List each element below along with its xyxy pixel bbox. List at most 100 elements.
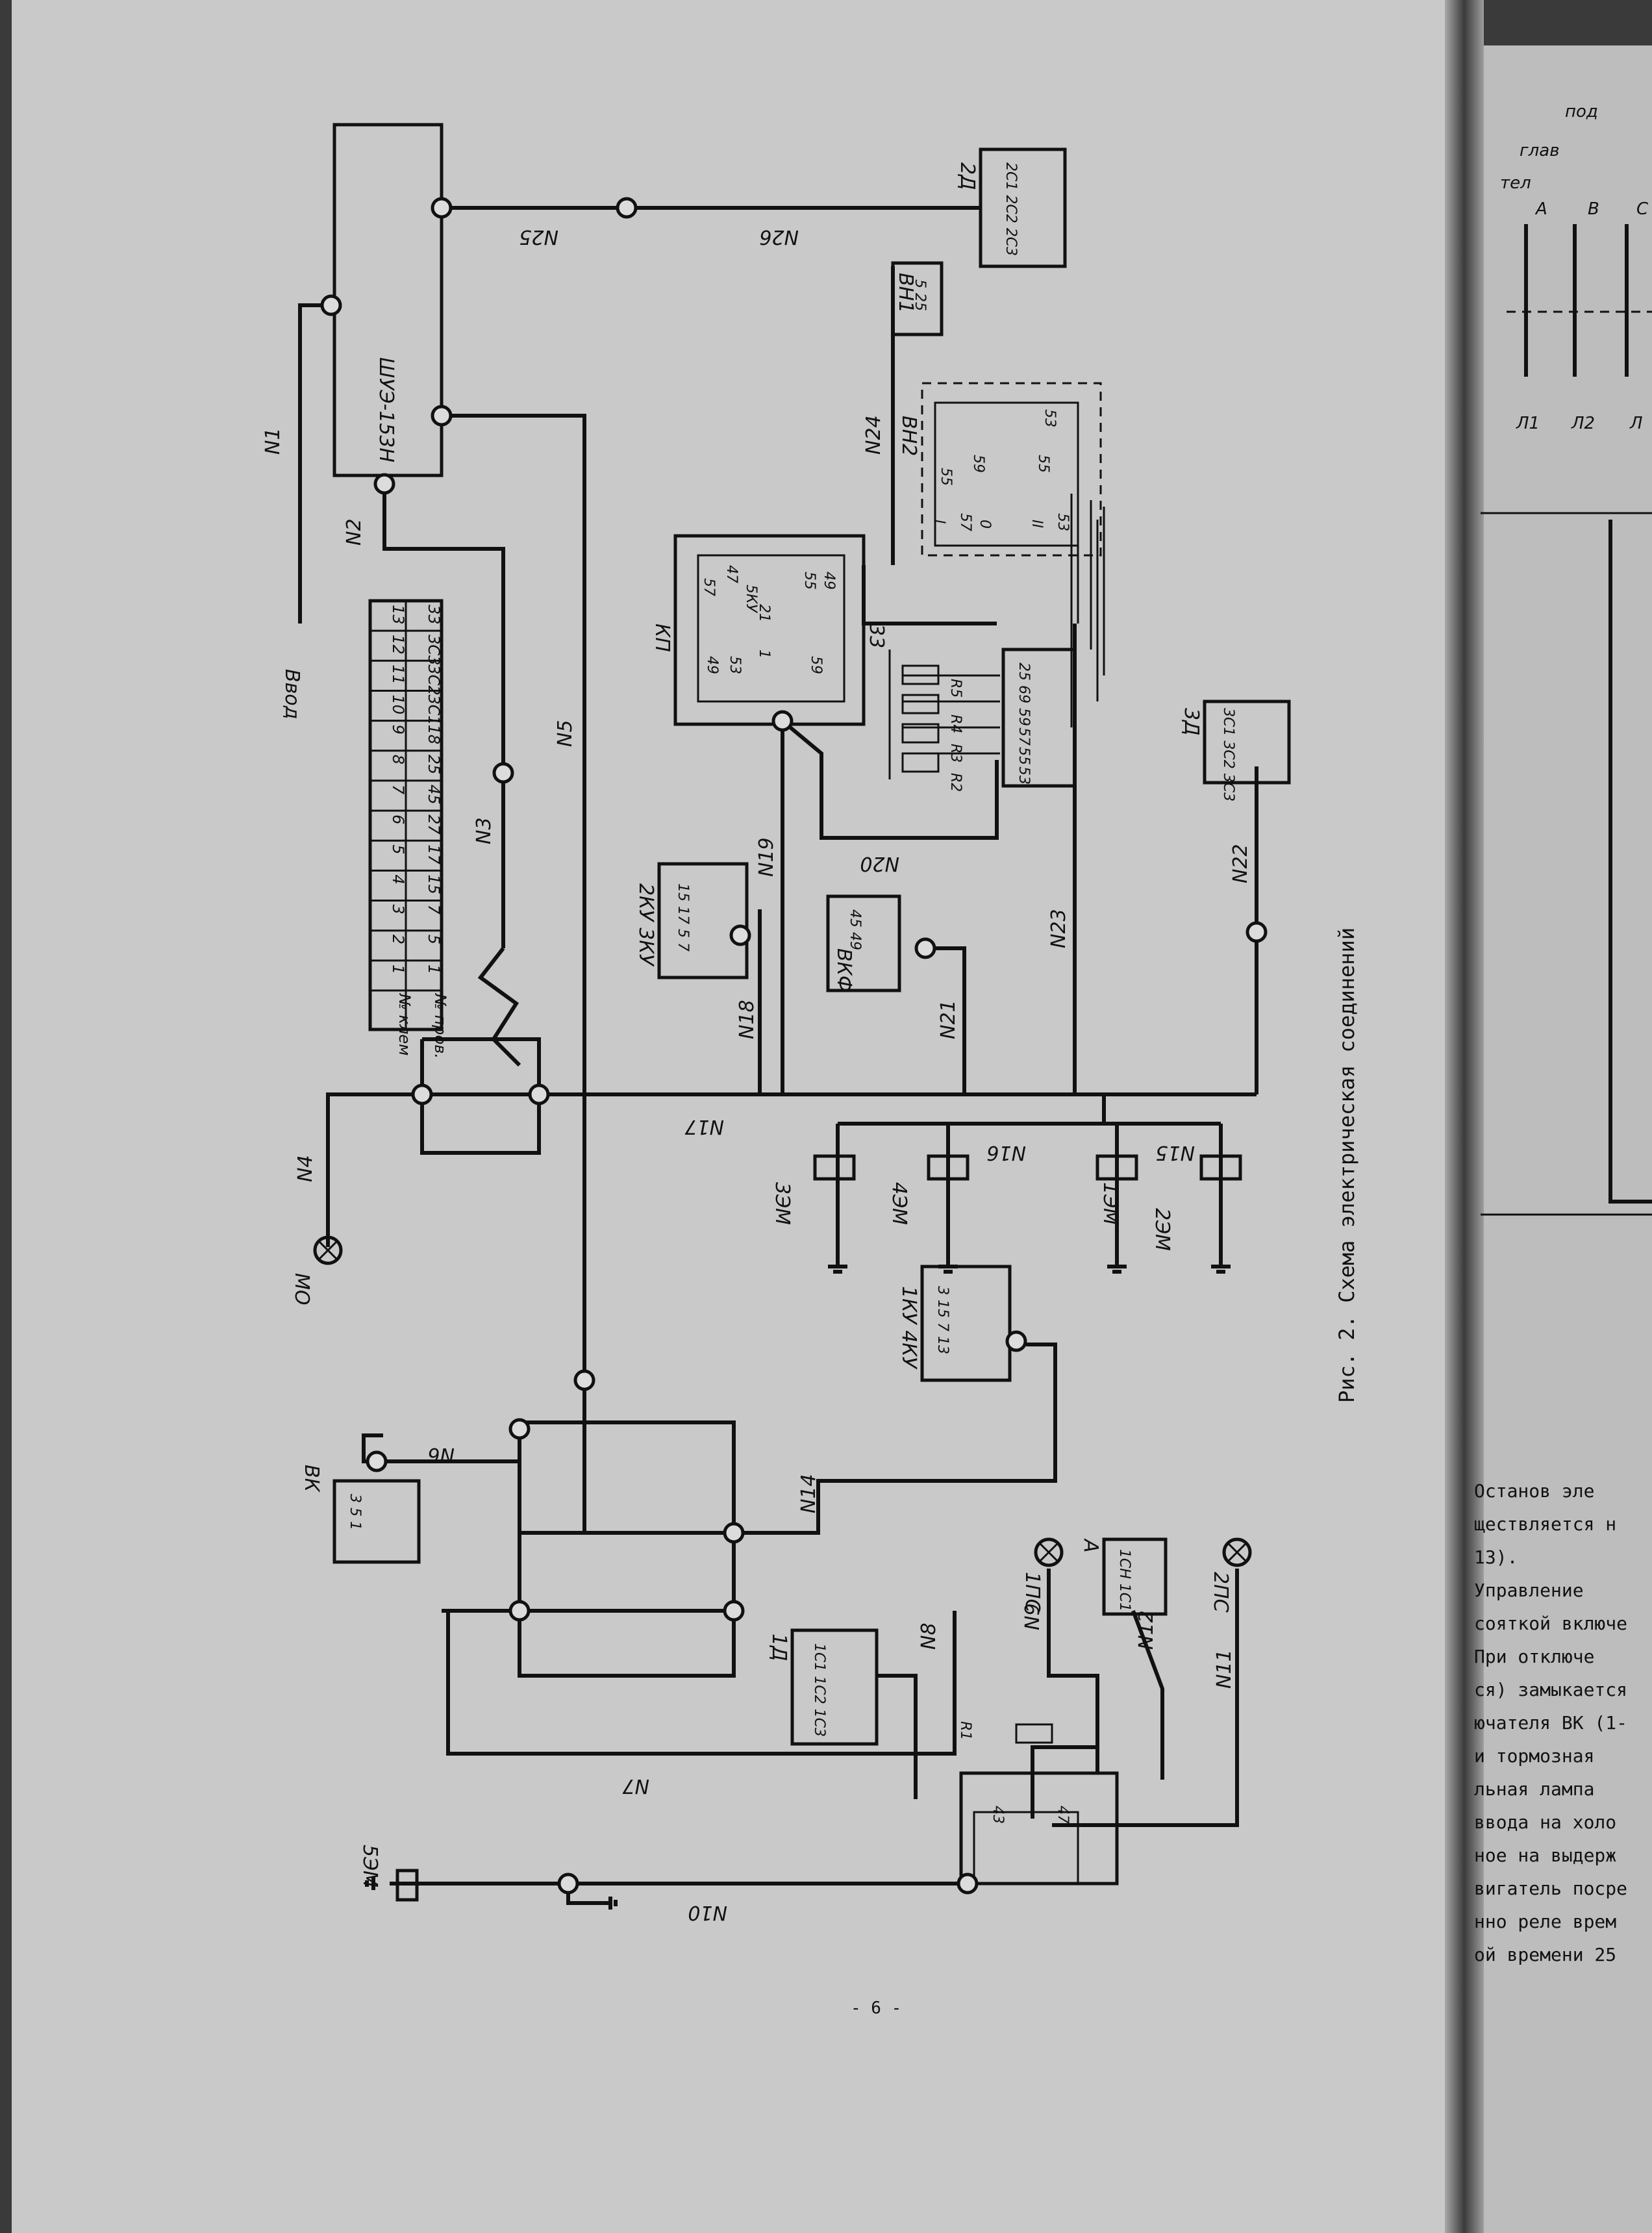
right-page-text-line: вигатель посре — [1474, 1878, 1628, 1899]
right-page-text-line: и тормозная — [1474, 1745, 1595, 1767]
vn2-terminal-label: II — [1029, 520, 1045, 528]
ku14-box — [920, 1265, 1012, 1382]
right-fragment-l1: Л1 — [1516, 414, 1540, 433]
label-r4: R4 — [947, 714, 964, 733]
right-fragment-a: А — [1534, 199, 1547, 219]
label-2d: 2Д — [956, 162, 979, 190]
label-lamp-2ps: 2ПС — [1209, 1572, 1232, 1613]
kp-terminal-label: 49 — [821, 572, 837, 590]
labels: ШУЭ-153Н Ввод МО ВК 3 5 1 1Д 1С1 1С2 1С3… — [262, 102, 1652, 2018]
vn2-terminal-label: 59 — [970, 455, 986, 473]
right-page-text-line: ществляется н — [1474, 1513, 1617, 1535]
label-vn1: ВН1 — [894, 273, 917, 313]
right-fragment-pod: под — [1565, 102, 1598, 121]
wire-n20: N20 — [860, 852, 899, 875]
right-page-text-line: льная лампа — [1474, 1778, 1595, 1800]
terminal-table-cell: 11 — [389, 664, 407, 685]
label-kp-ku: 5КУ — [743, 585, 759, 614]
strip-terminal-label: 69 — [1016, 685, 1032, 703]
wire-n9: N9 — [1021, 1603, 1044, 1630]
kp-terminal-label: 49 — [704, 656, 720, 674]
terminal-table-cell: 17 — [425, 844, 443, 864]
wire-n16: N16 — [986, 1141, 1026, 1164]
right-fragment-c: С — [1636, 199, 1649, 219]
ground-symbols — [365, 1250, 1231, 1910]
wire-n17: N17 — [684, 1115, 724, 1138]
wire-n11: N11 — [1213, 1649, 1236, 1689]
terminal-table-cell: 4 — [389, 874, 407, 884]
label-2d-terms: 2С1 2С2 2С3 — [1003, 162, 1019, 256]
wire-n15: N15 — [1155, 1141, 1195, 1164]
terminal-table-cell: 5 — [425, 935, 443, 944]
label-4em: 4ЭМ — [888, 1182, 910, 1225]
wire-n19: N19 — [755, 837, 778, 877]
label-r1: R1 — [957, 1721, 973, 1740]
kp-terminal-label: 21 — [756, 604, 772, 622]
terminal-table-cell: 18 — [425, 725, 443, 745]
right-fragment-l: Л — [1629, 414, 1643, 433]
right-page-text-line: Останов эле — [1474, 1480, 1595, 1502]
terminal-table-cell: 6 — [389, 814, 407, 824]
label-vkf: ВКФ — [832, 948, 855, 992]
right-page-text-line: нно реле врем — [1474, 1911, 1617, 1932]
kp-terminal-label: 47 — [723, 565, 740, 583]
terminal-table-cell: 5 — [389, 844, 407, 854]
right-page-text-line: ся) замыкается — [1474, 1679, 1628, 1700]
terminal-table-cell: 3 — [389, 905, 407, 915]
label-vn2: ВН2 — [897, 416, 920, 456]
terminal-table-cell: 13 — [389, 605, 407, 625]
strip-terminal-label: 57 — [1016, 727, 1032, 746]
terminal-table-cell: 45 — [425, 785, 443, 805]
wire-n26: N26 — [759, 225, 799, 248]
vn1-box — [891, 261, 944, 336]
terminal-table-cell: 3С1 — [425, 694, 443, 725]
figure-caption: Рис. 2. Схема электрическая соединений — [1334, 927, 1359, 1403]
wire-n21: N21 — [937, 1000, 960, 1039]
motor-1d-box — [790, 1628, 879, 1746]
right-fragment-tel: тел — [1500, 173, 1531, 193]
label-r3: R3 — [947, 744, 964, 763]
vn2-terminal-label: 57 — [957, 513, 973, 531]
label-vk-terms: 3 5 1 — [347, 1494, 363, 1530]
label-5em: 5ЭМ — [358, 1845, 381, 1887]
terminal-table-cell: 1 — [425, 965, 443, 974]
terminal-table-cell: 10 — [389, 694, 407, 714]
terminal-table-cell: 33 — [425, 605, 443, 625]
label-r2: R2 — [947, 773, 964, 792]
wire-n7: N7 — [622, 1774, 649, 1797]
label-mo: МО — [290, 1273, 313, 1306]
kp-terminal-label: 55 — [801, 572, 818, 590]
strip-terminal-label: 59 — [1016, 708, 1032, 726]
wire-n25: N25 — [519, 225, 558, 248]
label-lamp-1ps: 1ПС — [1021, 1572, 1044, 1613]
label-3em: 3ЭМ — [771, 1182, 794, 1225]
label-shue: ШУЭ-153Н — [375, 357, 397, 462]
label-vvod: Ввод — [281, 669, 303, 719]
ammeter-box — [1102, 1537, 1168, 1616]
label-relay-43: 43 — [990, 1806, 1006, 1824]
vn2-terminal-label: I — [931, 520, 947, 524]
vkf-box — [826, 894, 901, 992]
label-ground-33: 33 — [865, 624, 888, 648]
terminal-table-header: № клем — [395, 992, 414, 1055]
label-1d: 1Д — [768, 1634, 790, 1661]
label-ku14-terms: 3 15 7 13 — [934, 1286, 951, 1354]
terminal-table-cell: 25 — [425, 755, 443, 775]
wire-n4: N4 — [294, 1155, 317, 1182]
terminal-strip — [1001, 648, 1077, 788]
vk-box — [332, 1479, 421, 1564]
right-page-text-line: сояткой включе — [1474, 1613, 1628, 1634]
label-ku23: 2КУ 3КУ — [634, 883, 657, 967]
label-relay-47: 47 — [1055, 1806, 1071, 1824]
right-page-text-line: При отключе — [1474, 1646, 1595, 1667]
magnet-coils — [395, 1154, 1242, 1902]
right-page-text-line: Управление — [1474, 1580, 1584, 1601]
vn2-terminal-label: 55 — [938, 468, 954, 486]
lamp-icons — [313, 1235, 1252, 1567]
label-ku23-terms: 15 17 5 7 — [675, 883, 691, 952]
vn2-terminal-label: 53 — [1042, 409, 1058, 427]
terminal-table-header: № пров. — [431, 992, 449, 1059]
